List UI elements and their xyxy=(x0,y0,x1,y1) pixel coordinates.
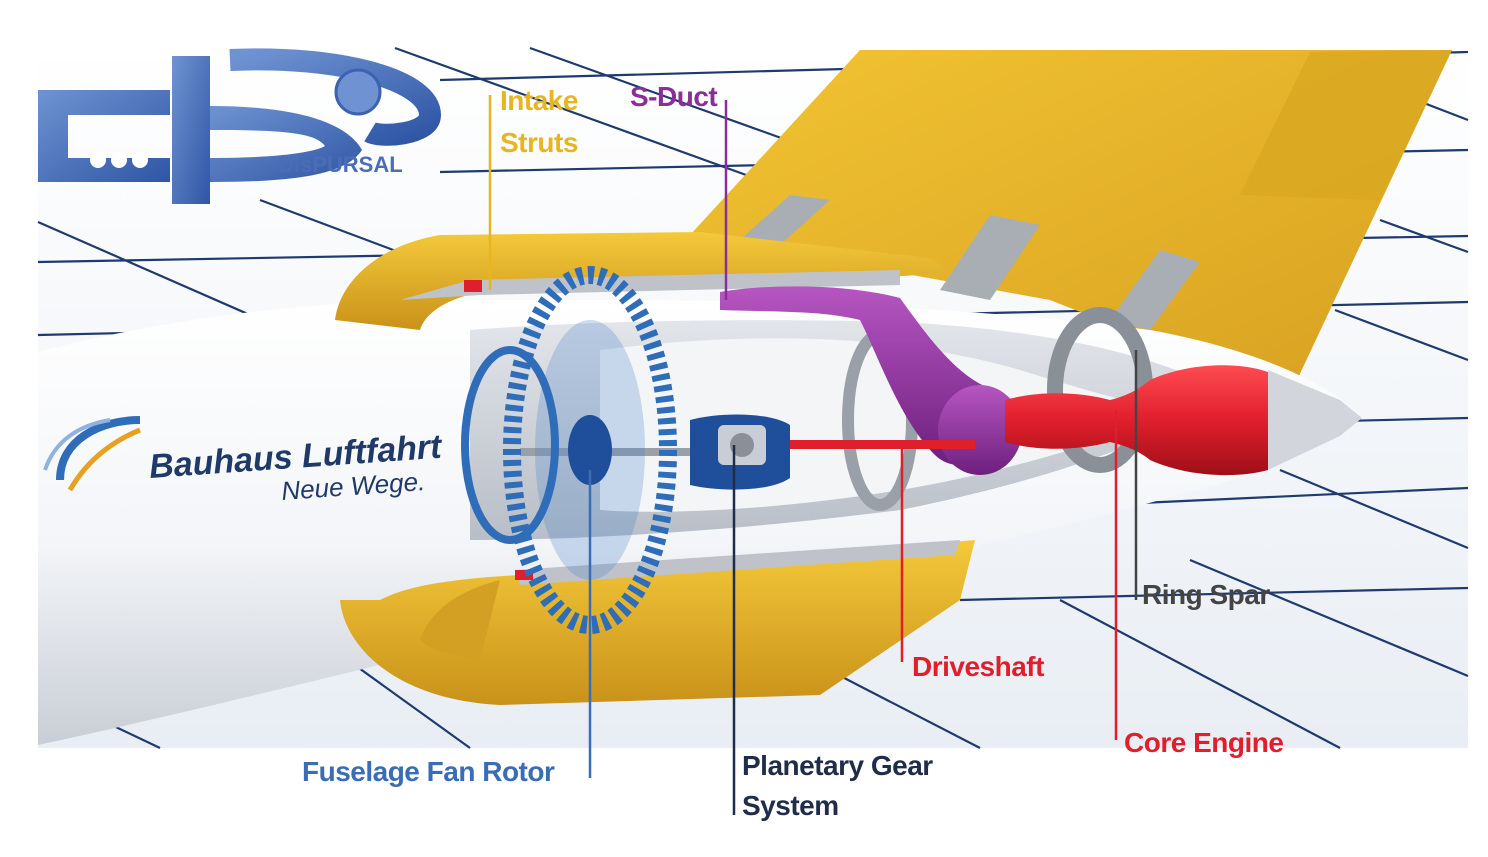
tail-fin xyxy=(690,50,1452,395)
dispursal-logo-text: DisPURSAL xyxy=(278,152,403,177)
label-planetary-gear-1: Planetary Gear xyxy=(742,750,933,781)
label-driveshaft: Driveshaft xyxy=(912,651,1044,682)
label-s-duct: S-Duct xyxy=(630,81,717,112)
labels: Intake Struts S-Duct Ring Spar Driveshaf… xyxy=(302,81,1284,821)
label-ring-spar: Ring Spar xyxy=(1142,579,1270,610)
s-duct xyxy=(720,286,1022,475)
label-planetary-gear-2: System xyxy=(742,790,839,821)
planetary-gear xyxy=(690,414,790,490)
dispursal-logo: DisPURSAL xyxy=(38,48,442,204)
leader-lines xyxy=(488,95,1138,815)
label-intake-struts-2: Struts xyxy=(500,127,578,158)
label-fuselage-fan-rotor: Fuselage Fan Rotor xyxy=(302,756,555,787)
fan-rotor xyxy=(461,266,677,634)
label-core-engine: Core Engine xyxy=(1124,727,1283,758)
nacelle-bottom xyxy=(340,540,975,705)
label-intake-struts-1: Intake xyxy=(500,85,578,116)
driveshaft xyxy=(520,440,975,456)
